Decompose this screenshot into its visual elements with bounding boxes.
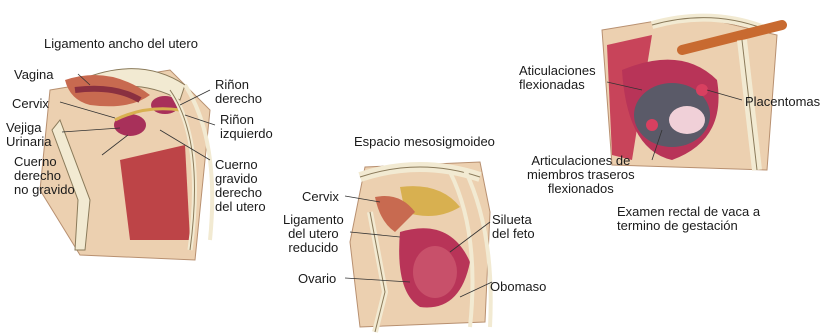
label-obomaso: Obomaso <box>490 280 546 294</box>
label-vagina: Vagina <box>14 68 54 82</box>
label-ovario: Ovario <box>298 272 336 286</box>
label-cervix-middle: Cervix <box>302 190 339 204</box>
label-espacio-mesosigmoideo: Espacio mesosigmoideo <box>354 135 495 149</box>
middle-anatomy-illustration <box>340 152 500 335</box>
label-cuerno-gravido: Cuerno gravido derecho del utero <box>215 158 266 214</box>
label-rinon-izquierdo: Riñon izquierdo <box>220 113 273 141</box>
label-placentomas: Placentomas <box>745 95 820 109</box>
label-cuerno-no-gravido: Cuerno derecho no gravido <box>14 155 75 197</box>
label-ligamento-reducido: Ligamento del utero reducido <box>283 213 344 255</box>
label-rinon-derecho: Riñon derecho <box>215 78 262 106</box>
label-silueta-feto: Silueta del feto <box>492 213 535 241</box>
label-ligamento-ancho: Ligamento ancho del utero <box>44 37 198 51</box>
label-articulaciones-miembros: Articulaciones de miembros traseros flex… <box>527 154 635 196</box>
label-vejiga-urinaria: Vejiga Urinaria <box>6 121 52 149</box>
label-cervix-left: Cervix <box>12 97 49 111</box>
caption-examen-rectal: Examen rectal de vaca a termino de gesta… <box>617 205 760 233</box>
label-articulaciones-flexionadas: Aticulaciones flexionadas <box>519 64 596 92</box>
